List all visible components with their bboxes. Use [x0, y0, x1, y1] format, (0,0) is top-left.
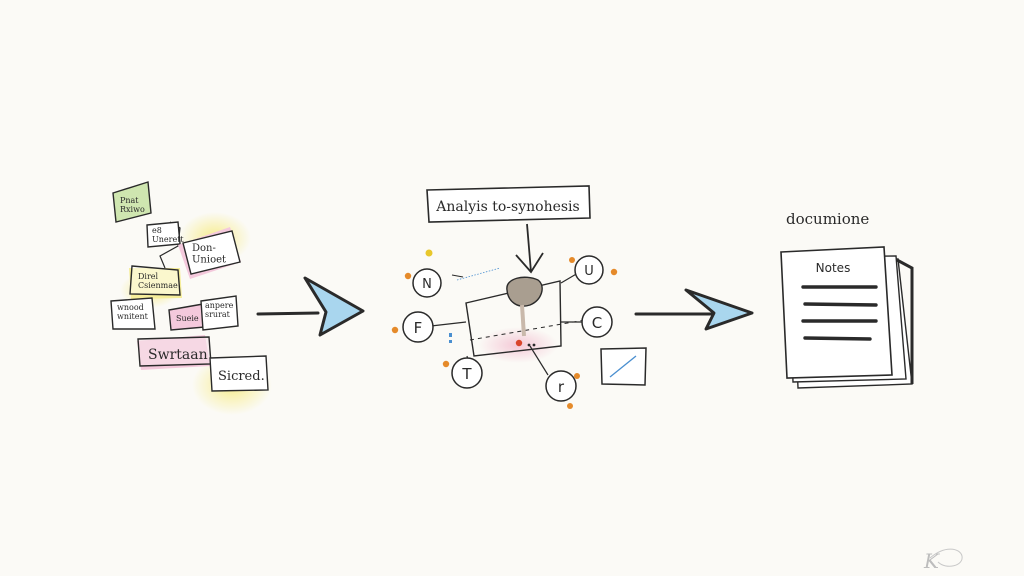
node-r: r	[545, 370, 577, 402]
note-sicred-text: Sicred.	[218, 369, 265, 384]
document-title: documione	[786, 210, 869, 228]
r-connector	[529, 345, 549, 376]
center-blob	[506, 276, 543, 307]
sheet-shadow-edge	[896, 258, 914, 384]
node-f: F	[402, 311, 434, 343]
dot-orange-2	[391, 326, 399, 334]
node-u: U	[574, 255, 604, 285]
signature-flourish	[929, 548, 963, 567]
dot-yellow-1	[425, 249, 433, 257]
ink-dot-1	[527, 343, 531, 347]
document-header: Notes	[816, 261, 851, 275]
arrow-left-to-middle	[256, 276, 365, 337]
note-swrtaan: Swrtaan	[137, 335, 212, 370]
ink-dot-2	[532, 343, 536, 347]
tiny-annotation	[456, 267, 501, 281]
node-n: N	[412, 268, 442, 298]
dot-orange-4	[569, 257, 575, 263]
node-c-label: C	[592, 314, 602, 332]
analysis-label: Analyis to-synohesis	[435, 199, 579, 215]
dot-orange-3	[442, 360, 450, 368]
document-lines	[801, 285, 878, 341]
node-f-label: F	[414, 319, 423, 337]
document-line	[803, 336, 872, 341]
document-line	[803, 302, 878, 307]
note-sueie: Sueie	[168, 303, 206, 331]
signature: K	[923, 548, 963, 573]
node-u-label: U	[584, 264, 594, 279]
note-don-unioet-text: Don-Unioet	[192, 243, 226, 266]
dot-orange-5	[610, 268, 618, 276]
node-c: C	[581, 306, 613, 338]
arrowhead-1	[303, 276, 365, 337]
small-frame	[600, 347, 647, 386]
dot-orange-6	[574, 373, 580, 379]
arrow-middle-to-right	[634, 288, 754, 331]
blue-mark-2	[449, 340, 452, 343]
down-arrow-line	[526, 223, 532, 273]
sheet-front	[780, 246, 893, 379]
dashed-line	[469, 319, 586, 341]
signature-mark: K	[923, 549, 940, 573]
down-arrow-head	[515, 252, 544, 274]
n-connector	[451, 274, 464, 278]
f-connector	[430, 321, 467, 327]
node-t: T	[451, 357, 483, 389]
node-r-label: r	[558, 378, 565, 396]
node-t-label: T	[461, 365, 472, 383]
blob-drip	[520, 304, 526, 337]
note-sueie-text: Sueie	[176, 314, 199, 323]
note-sicred: Sicred.	[209, 355, 269, 392]
dot-orange-7	[567, 403, 573, 409]
note-swrtaan-text: Swrtaan	[148, 347, 208, 363]
analysis-label-box: Analyis to-synohesis	[426, 185, 591, 223]
blue-mark-1	[449, 333, 452, 337]
node-n-label: N	[422, 277, 432, 292]
arrowhead-2	[684, 288, 754, 331]
analysis-diagram: Analyis to-synohesis N	[391, 185, 647, 409]
dot-orange-1	[404, 272, 412, 280]
red-dot	[515, 339, 523, 347]
note-don-unioet: Don-Unioet	[178, 227, 241, 279]
document-output: documione Notes	[780, 210, 914, 389]
